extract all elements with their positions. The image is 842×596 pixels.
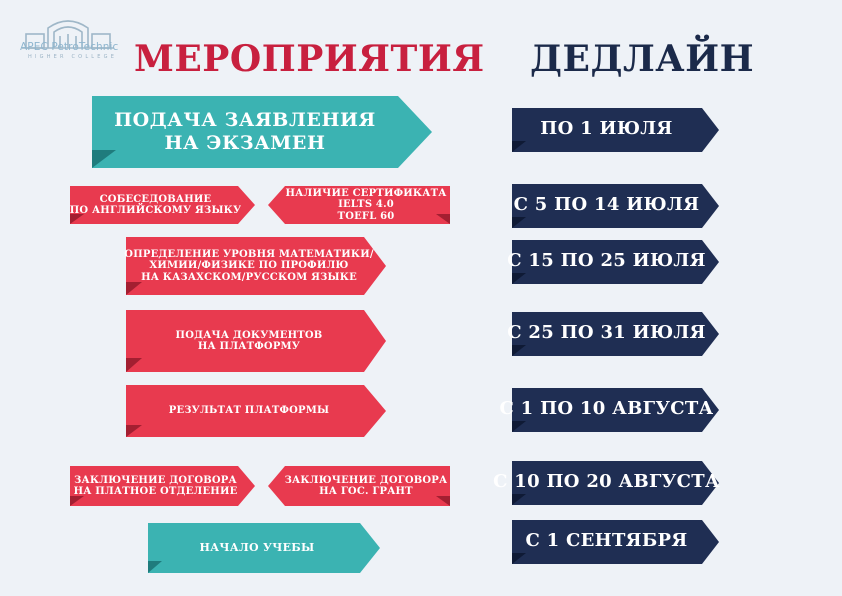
event-interview-line: СОБЕСЕДОВАНИЕ [99, 193, 212, 205]
deadline-5-text: С 1 ПО 10 АВГУСТА [499, 397, 714, 419]
event-study-start-line: НАЧАЛО УЧЕБЫ [199, 540, 315, 554]
logo-text: APEC PetroTechnic [20, 41, 119, 53]
event-interview-line: ПО АНГЛИЙСКОМУ ЯЗЫКУ [69, 205, 242, 216]
deadline-heading: ДЕДЛАЙН [530, 38, 755, 80]
deadline-4: С 25 ПО 31 ИЮЛЯ [507, 312, 719, 356]
deadline-1: ПО 1 ИЮЛЯ [512, 108, 719, 152]
event-contract-grant-line: ЗАКЛЮЧЕНИЕ ДОГОВОРА [284, 474, 448, 486]
event-contract-paid-line: НА ПЛАТНОЕ ОТДЕЛЕНИЕ [73, 486, 238, 497]
logo-subtitle: HIGHER COLLEGE [28, 54, 118, 60]
event-documents-line: ПОДАЧА ДОКУМЕНТОВ [175, 329, 323, 341]
event-platform-result-line: РЕЗУЛЬТАТ ПЛАТФОРМЫ [168, 405, 330, 417]
deadline-2: С 5 ПО 14 ИЮЛЯ [512, 184, 719, 228]
deadline-6-text: С 10 ПО 20 АВГУСТА [493, 470, 720, 492]
event-level-test-line: ХИМИИ/ФИЗИКЕ ПО ПРОФИЛЮ [149, 260, 349, 272]
event-application-line: НА ЭКЗАМЕН [164, 132, 326, 154]
deadline-3-text: С 15 ПО 25 ИЮЛЯ [507, 249, 706, 271]
event-application-line: ПОДАЧА ЗАЯВЛЕНИЯ [114, 109, 376, 132]
event-level-test-line: ОПРЕДЕЛЕНИЕ УРОВНЯ МАТЕМАТИКИ/ [124, 249, 374, 261]
deadline-7-text: С 1 СЕНТЯБРЯ [525, 529, 688, 551]
event-contract-paid-line: ЗАКЛЮЧЕНИЕ ДОГОВОРА [74, 474, 237, 486]
deadline-3: С 15 ПО 25 ИЮЛЯ [507, 240, 719, 284]
event-documents-line: НА ПЛАТФОРМУ [197, 341, 301, 352]
event-level-test-line: НА КАЗАХСКОМ/РУССКОМ ЯЗЫКЕ [141, 271, 357, 283]
event-certificate-line: НАЛИЧИЕ СЕРТИФИКАТА [285, 188, 447, 200]
event-level-test: ОПРЕДЕЛЕНИЕ УРОВНЯ МАТЕМАТИКИ/ХИМИИ/ФИЗИ… [124, 237, 386, 295]
deadline-4-text: С 25 ПО 31 ИЮЛЯ [507, 321, 706, 343]
deadline-6: С 10 ПО 20 АВГУСТА [493, 461, 720, 505]
event-certificate-line: TOEFL 60 [337, 210, 395, 222]
event-study-start: НАЧАЛО УЧЕБЫ [148, 523, 380, 573]
event-platform-result: РЕЗУЛЬТАТ ПЛАТФОРМЫ [126, 385, 386, 437]
college-logo-icon [22, 20, 114, 49]
deadline-1-text: ПО 1 ИЮЛЯ [540, 117, 673, 139]
event-certificate-line: IELTS 4.0 [338, 199, 394, 211]
deadline-7: С 1 СЕНТЯБРЯ [512, 520, 719, 564]
events-heading: МЕРОПРИЯТИЯ [134, 38, 485, 80]
deadline-2-text: С 5 ПО 14 ИЮЛЯ [513, 193, 700, 215]
deadline-5: С 1 ПО 10 АВГУСТА [499, 388, 719, 432]
event-contract-grant-line: НА ГОС. ГРАНТ [319, 486, 413, 497]
